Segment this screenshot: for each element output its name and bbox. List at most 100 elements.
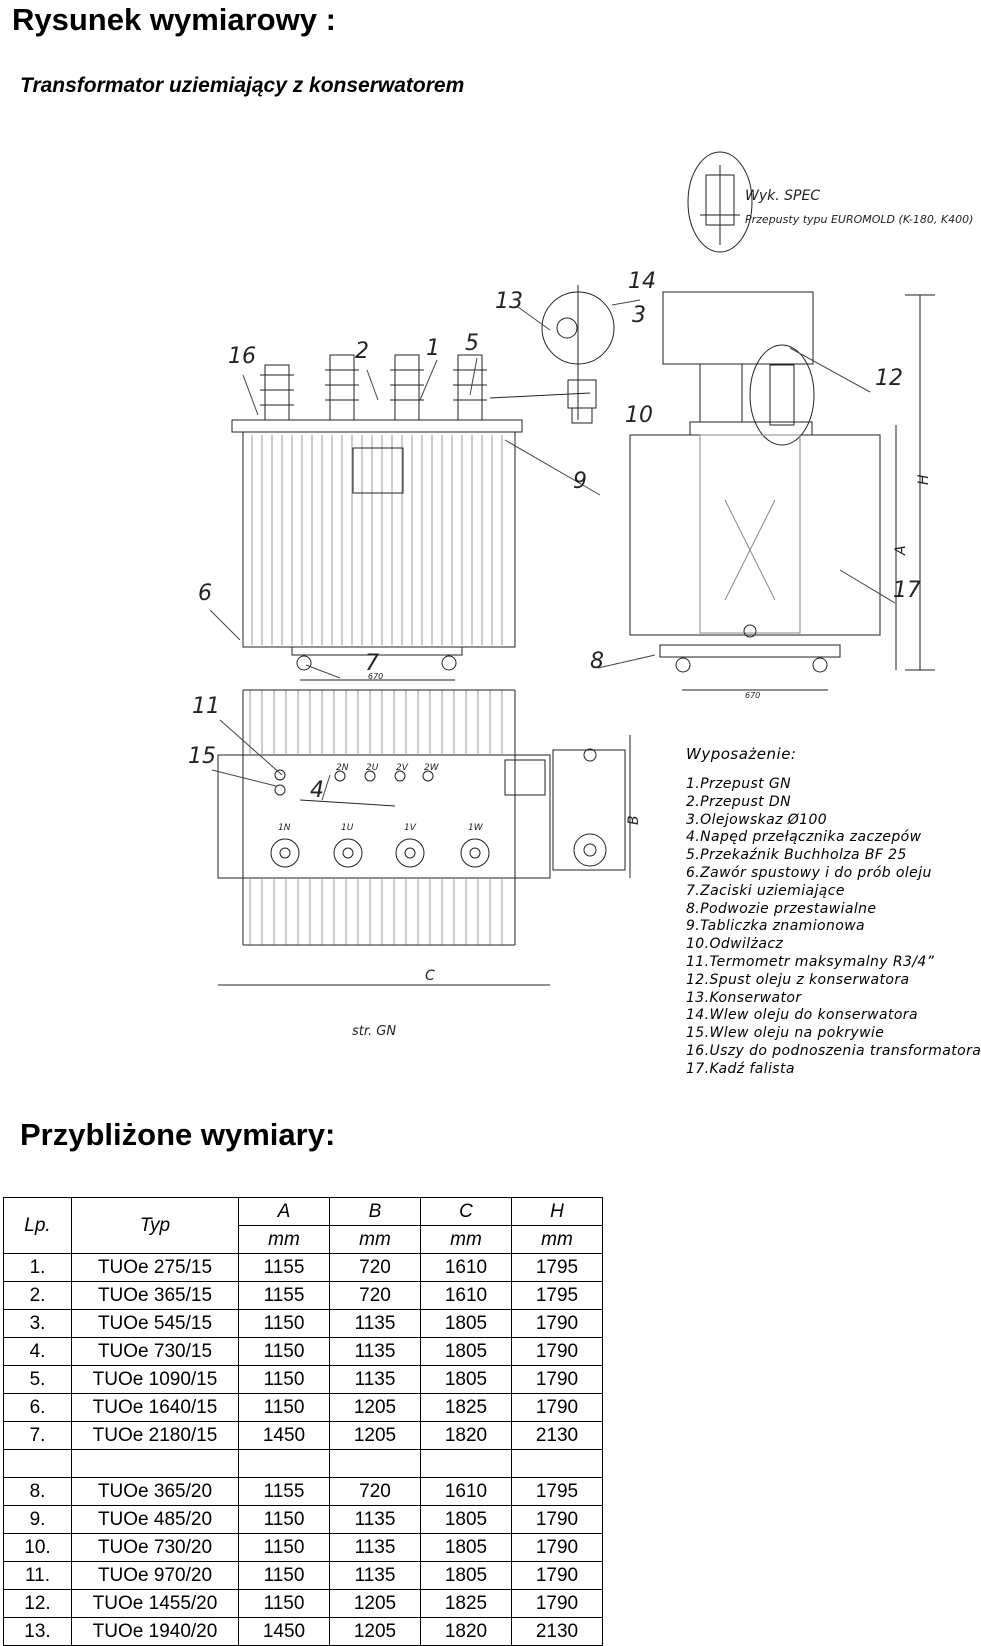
cell-typ: TUOe 275/15 bbox=[71, 1253, 239, 1282]
cell-h: 1790 bbox=[511, 1365, 603, 1394]
cell-b: 1135 bbox=[329, 1561, 421, 1590]
equipment-item: 9.Tabliczka znamionowa bbox=[686, 918, 866, 935]
terminal-label-1w: 1W bbox=[468, 823, 484, 833]
dimensional-drawing: Wyk. SPEC Przepusty typu EUROMOLD (K-180… bbox=[188, 151, 973, 1039]
callout-B: B bbox=[626, 815, 642, 825]
detail-circle-top bbox=[687, 151, 753, 253]
cell-h: 2130 bbox=[511, 1617, 603, 1646]
cell-typ: TUOe 1090/15 bbox=[71, 1365, 239, 1394]
cell-c: 1805 bbox=[420, 1365, 512, 1394]
equipment-title: Wyposażenie: bbox=[686, 745, 797, 763]
equipment-item: 3.Olejowskaz Ø100 bbox=[686, 811, 828, 828]
cell-h: 2130 bbox=[511, 1421, 603, 1450]
cell-typ: TUOe 730/15 bbox=[71, 1337, 239, 1366]
callout-10: 10 bbox=[625, 403, 653, 428]
conservator-front bbox=[662, 291, 814, 365]
callout-C: C bbox=[425, 968, 435, 984]
cell-typ: TUOe 970/20 bbox=[71, 1561, 239, 1590]
cell-b: 1135 bbox=[329, 1505, 421, 1534]
equipment-item: 12.Spust oleju z konserwatora bbox=[686, 971, 910, 988]
equipment-item: 1.Przepust GN bbox=[686, 776, 792, 792]
terminal-label-2v: 2V bbox=[396, 763, 409, 773]
callout-numbers: 16 2 1 5 13 14 3 10 12 9 6 17 7 8 11 15 … bbox=[188, 269, 921, 803]
cell-lp: 4. bbox=[3, 1337, 72, 1366]
table-row: 12. TUOe 1455/20 1150 1205 1825 1790 bbox=[3, 1589, 603, 1618]
cell-typ: TUOe 2180/15 bbox=[71, 1421, 239, 1450]
cell-a: 1155 bbox=[238, 1477, 330, 1506]
cell-c: 1825 bbox=[420, 1589, 512, 1618]
detail-note-1: Wyk. SPEC bbox=[745, 188, 820, 204]
cell-lp: 5. bbox=[3, 1365, 72, 1394]
col-header-c: C bbox=[420, 1197, 512, 1226]
cell-h: 1795 bbox=[511, 1253, 603, 1282]
page-subtitle: Transformator uziemiający z konserwatore… bbox=[20, 74, 465, 97]
dimensions-title: Przybliżone wymiary: bbox=[20, 1117, 336, 1152]
table-row: 3. TUOe 545/15 1150 1135 1805 1790 bbox=[3, 1309, 603, 1338]
equipment-item: 13.Konserwator bbox=[686, 989, 802, 1006]
cell-lp: 12. bbox=[3, 1589, 72, 1618]
tank-side bbox=[629, 434, 881, 636]
cell-c: 1805 bbox=[420, 1561, 512, 1590]
callout-6: 6 bbox=[198, 581, 212, 606]
cell-h: 1790 bbox=[511, 1337, 603, 1366]
equipment-item: 10.Odwilżacz bbox=[686, 936, 784, 953]
callout-16: 16 bbox=[228, 344, 256, 369]
table-row: 1. TUOe 275/15 1155 720 1610 1795 bbox=[3, 1253, 603, 1282]
cell-lp: 9. bbox=[3, 1505, 72, 1534]
callout-11: 11 bbox=[192, 694, 220, 719]
cell-a: 1150 bbox=[238, 1393, 330, 1422]
cell-c: 1805 bbox=[420, 1337, 512, 1366]
cell-b: 1205 bbox=[329, 1617, 421, 1646]
dim-670-left: 670 bbox=[368, 672, 383, 681]
cell-h: 1790 bbox=[511, 1561, 603, 1590]
cell-lp: 7. bbox=[3, 1421, 72, 1450]
equipment-item: 16.Uszy do podnoszenia transformatora bbox=[686, 1042, 981, 1059]
cell-lp: 11. bbox=[3, 1561, 72, 1590]
cell-typ: TUOe 485/20 bbox=[71, 1505, 239, 1534]
callout-7: 7 bbox=[365, 651, 379, 676]
terminal-label-2u: 2U bbox=[366, 763, 379, 773]
cell-a: 1450 bbox=[238, 1617, 330, 1646]
cell-h: 1790 bbox=[511, 1533, 603, 1562]
equipment-item: 17.Kadź falista bbox=[686, 1060, 795, 1077]
equipment-item: 15.Wlew oleju na pokrywie bbox=[686, 1025, 885, 1042]
cell-c: 1825 bbox=[420, 1393, 512, 1422]
equipment-item: 8.Podwozie przestawialne bbox=[686, 900, 877, 917]
table-row: 4. TUOe 730/15 1150 1135 1805 1790 bbox=[3, 1337, 603, 1366]
callout-13: 13 bbox=[495, 289, 523, 314]
terminal-label-1u: 1U bbox=[341, 823, 354, 833]
cell-h: 1795 bbox=[511, 1281, 603, 1310]
table-row: 2. TUOe 365/15 1155 720 1610 1795 bbox=[3, 1281, 603, 1310]
cell-a: 1150 bbox=[238, 1533, 330, 1562]
callout-3: 3 bbox=[632, 303, 646, 328]
callout-4: 4 bbox=[310, 778, 324, 803]
unit-b: mm bbox=[329, 1225, 421, 1254]
cell-lp: 8. bbox=[3, 1477, 72, 1506]
cell-b: 1135 bbox=[329, 1533, 421, 1562]
equipment-item: 7.Zaciski uziemiające bbox=[686, 882, 845, 899]
cell-a: 1150 bbox=[238, 1337, 330, 1366]
table-row: 11. TUOe 970/20 1150 1135 1805 1790 bbox=[3, 1561, 603, 1590]
equipment-item: 2.Przepust DN bbox=[686, 793, 791, 810]
cell-h: 1790 bbox=[511, 1393, 603, 1422]
callout-A: A bbox=[893, 545, 909, 556]
cell-h: 1790 bbox=[511, 1505, 603, 1534]
bushings-front bbox=[260, 354, 487, 421]
cell-lp: 13. bbox=[3, 1617, 72, 1646]
cell-a: 1150 bbox=[238, 1309, 330, 1338]
table-row: 5. TUOe 1090/15 1150 1135 1805 1790 bbox=[3, 1365, 603, 1394]
callout-5: 5 bbox=[465, 331, 479, 356]
cell-a: 1450 bbox=[238, 1421, 330, 1450]
table-row: 7. TUOe 2180/15 1450 1205 1820 2130 bbox=[3, 1421, 603, 1450]
equipment-item: 5.Przekaźnik Buchholza BF 25 bbox=[686, 847, 907, 864]
callout-14: 14 bbox=[628, 269, 656, 294]
terminal-label-2n: 2N bbox=[336, 763, 349, 773]
cell-b: 1205 bbox=[329, 1393, 421, 1422]
cell-b: 720 bbox=[329, 1281, 421, 1310]
callout-H: H bbox=[916, 474, 932, 485]
cell-b: 1205 bbox=[329, 1421, 421, 1450]
cell-c: 1820 bbox=[420, 1421, 512, 1450]
cell-typ: TUOe 730/20 bbox=[71, 1533, 239, 1562]
cell-h: 1795 bbox=[511, 1477, 603, 1506]
cell-c: 1610 bbox=[420, 1477, 512, 1506]
